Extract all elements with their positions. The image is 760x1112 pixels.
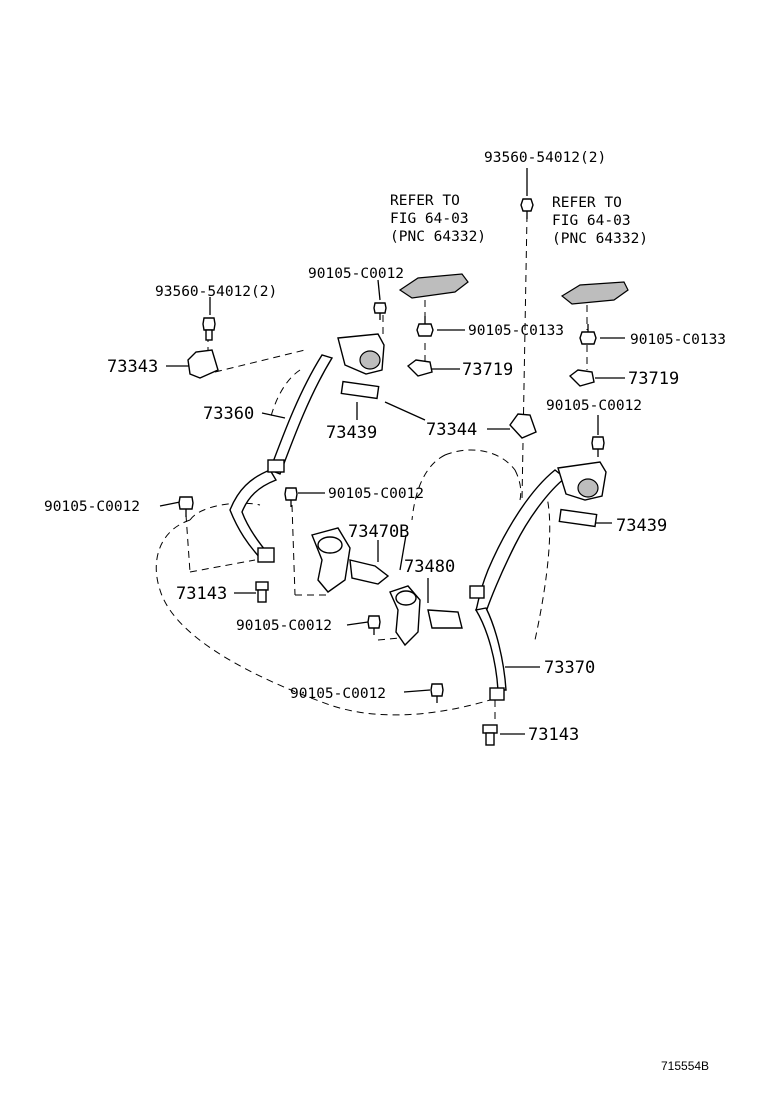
bolt-icon xyxy=(591,436,605,457)
label-73344: 73344 xyxy=(426,420,477,440)
bolt-icon xyxy=(367,615,381,635)
label-refer-left-2: FIG 64-03 xyxy=(390,211,469,227)
label-73370: 73370 xyxy=(544,658,595,678)
right-retractor-icon xyxy=(577,478,599,498)
buckle-73480-icon xyxy=(389,585,463,647)
label-90105-c0012-a: 90105-C0012 xyxy=(308,266,404,282)
label-73719-b: 73719 xyxy=(628,369,679,389)
left-retractor-icon xyxy=(359,350,381,370)
label-73439-b: 73439 xyxy=(616,516,667,536)
anchor-pin-icon xyxy=(255,581,269,603)
right-bezel-cover-icon xyxy=(560,281,629,305)
cover-73719-left-icon xyxy=(406,359,433,377)
label-refer-left-3: (PNC 64332) xyxy=(390,229,486,245)
bolt-icon xyxy=(430,683,444,703)
label-73143-a: 73143 xyxy=(176,584,227,604)
anchor-cover-73343-icon xyxy=(187,349,219,379)
label-refer-right-1: REFER TO xyxy=(552,195,622,211)
pad-73439-left-icon xyxy=(340,380,380,400)
part-labels: 93560-54012(2) REFER TO FIG 64-03 (PNC 6… xyxy=(44,150,726,1073)
left-seat-belt-73360 xyxy=(229,333,385,563)
anchor-cover-73344-icon xyxy=(509,413,537,439)
pad-73439-right-icon xyxy=(558,508,598,528)
right-seat-belt-73370 xyxy=(469,461,607,701)
label-73143-b: 73143 xyxy=(528,725,579,745)
label-93560-top: 93560-54012(2) xyxy=(484,150,606,166)
label-73439-a: 73439 xyxy=(326,423,377,443)
bolt-icon xyxy=(579,324,597,345)
left-bezel-cover-icon xyxy=(398,273,469,299)
label-73719-a: 73719 xyxy=(462,360,513,380)
label-90105-c0012-lower: 90105-C0012 xyxy=(236,618,332,634)
label-73360: 73360 xyxy=(203,404,254,424)
label-90105-c0133-a: 90105-C0133 xyxy=(468,323,564,339)
bolt-icon xyxy=(416,316,434,337)
label-73480: 73480 xyxy=(404,557,455,577)
bolt-icon xyxy=(178,496,194,517)
bolts xyxy=(178,198,605,746)
label-73343: 73343 xyxy=(107,357,158,377)
label-refer-right-3: (PNC 64332) xyxy=(552,231,648,247)
label-90105-c0012-bottom: 90105-C0012 xyxy=(290,686,386,702)
label-93560-left: 93560-54012(2) xyxy=(155,284,277,300)
label-90105-c0012-right: 90105-C0012 xyxy=(546,398,642,414)
figure-number: 715554B xyxy=(661,1059,709,1073)
buckle-73470b-icon xyxy=(311,527,390,593)
bolt-icon xyxy=(520,198,534,219)
seat-outline xyxy=(155,449,551,716)
label-90105-c0133-b: 90105-C0133 xyxy=(630,332,726,348)
label-73470b: 73470B xyxy=(348,522,409,542)
bolt-icon xyxy=(202,317,216,341)
bolt-icon xyxy=(373,302,387,320)
label-refer-right-2: FIG 64-03 xyxy=(552,213,631,229)
label-90105-c0012-left: 90105-C0012 xyxy=(44,499,140,515)
label-90105-c0012-mid: 90105-C0012 xyxy=(328,486,424,502)
bolt-icon xyxy=(284,487,298,507)
label-refer-left-1: REFER TO xyxy=(390,193,460,209)
leader-lines xyxy=(159,168,625,735)
anchor-pin-icon xyxy=(482,724,498,746)
cover-73719-right-icon xyxy=(568,369,595,387)
